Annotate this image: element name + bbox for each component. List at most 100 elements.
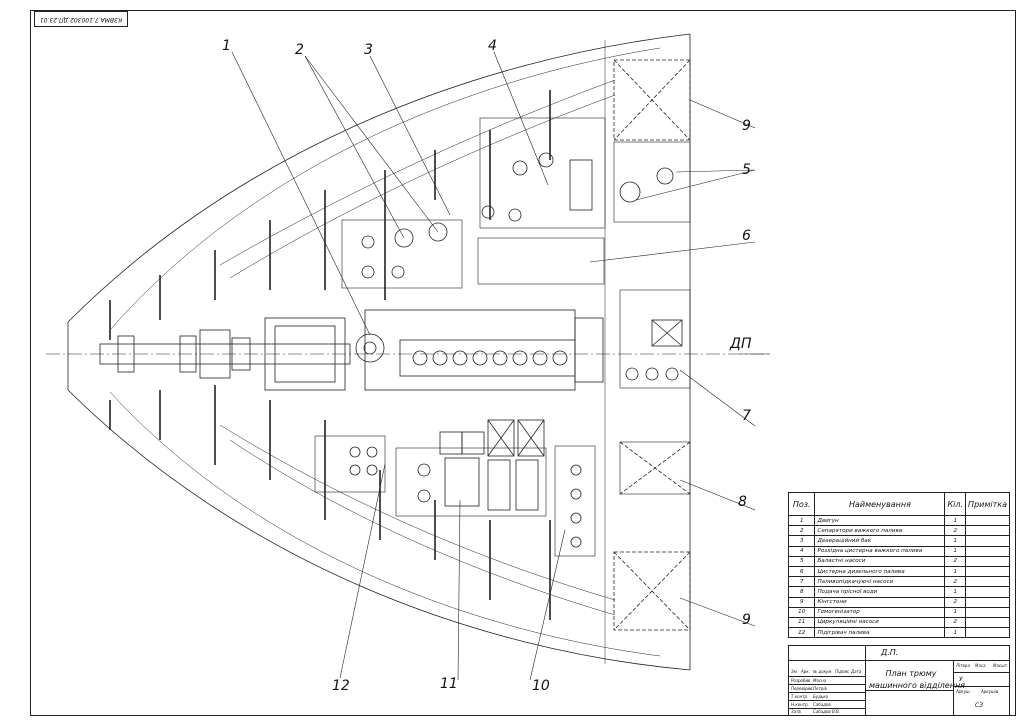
person-role-5: Затв. bbox=[791, 709, 802, 714]
engine-cylinder bbox=[452, 350, 468, 366]
title-line-2: машинного відділення bbox=[869, 681, 965, 690]
spec-cell-name: Кінгстони bbox=[814, 596, 946, 608]
reduction-gear bbox=[264, 317, 346, 391]
kingston-bottom bbox=[613, 551, 691, 631]
person-name-2: Петрів bbox=[813, 686, 827, 691]
header-qty: Кіл. bbox=[944, 492, 967, 516]
homogenizer bbox=[554, 445, 596, 557]
col-mass: Маса bbox=[975, 663, 986, 668]
spec-cell-pos: 4 bbox=[787, 545, 816, 557]
engine-cylinder bbox=[552, 350, 568, 366]
spec-cell-name: Розхідна цистерна важкого палива bbox=[814, 545, 946, 557]
spec-cell-qty: 2 bbox=[944, 576, 967, 588]
hull-inner-line-lower bbox=[109, 391, 661, 657]
main-engine bbox=[355, 309, 604, 391]
spec-cell-name: Циркуляційні насоси bbox=[814, 616, 946, 629]
spec-cell-pos: 5 bbox=[787, 555, 816, 567]
spec-cell-qty: 1 bbox=[944, 545, 967, 557]
spec-cell-note bbox=[965, 596, 1010, 608]
spec-cell-qty: 2 bbox=[944, 525, 967, 537]
spec-cell-note bbox=[965, 525, 1010, 537]
leader-label-10: 10 bbox=[532, 678, 550, 694]
spec-cell-note bbox=[965, 627, 1010, 639]
spec-cell-name: Деаераційний бак bbox=[814, 535, 946, 547]
spec-cell-qty: 1 bbox=[944, 514, 967, 527]
header-name: Найменування bbox=[814, 492, 946, 516]
organization: СЗ bbox=[975, 702, 984, 709]
spec-cell-qty: 2 bbox=[944, 616, 967, 629]
spec-cell-qty: 1 bbox=[944, 565, 967, 578]
spec-cell-pos: 9 bbox=[787, 596, 816, 608]
role-col-5: Дата bbox=[851, 669, 862, 674]
diesel-tank bbox=[477, 237, 605, 285]
person-role-1: Розробив bbox=[791, 678, 811, 683]
service-tank bbox=[479, 117, 606, 229]
leader-label-8: 8 bbox=[738, 494, 747, 510]
drawing-frame bbox=[30, 10, 1016, 716]
spec-cell-note bbox=[965, 565, 1010, 578]
role-col-1: Зм. bbox=[791, 669, 798, 674]
hull-outline bbox=[67, 33, 691, 671]
leader-label-11: 11 bbox=[440, 676, 458, 692]
sheets-label: Аркушів bbox=[981, 689, 999, 694]
spec-cell-note bbox=[965, 616, 1010, 629]
spec-cell-pos: 11 bbox=[787, 616, 816, 629]
spec-cell-note bbox=[965, 535, 1010, 547]
spec-cell-note bbox=[965, 606, 1010, 618]
leader-label-9-bottom: 9 bbox=[742, 612, 751, 628]
leader-label-6: 6 bbox=[742, 228, 751, 244]
spec-cell-pos: 6 bbox=[787, 565, 816, 578]
spec-cell-qty: 1 bbox=[944, 606, 967, 618]
person-role-3: Т.контр. bbox=[791, 694, 809, 699]
kingston-top bbox=[613, 59, 691, 141]
leader-label-3: 3 bbox=[364, 42, 373, 58]
spec-cell-qty: 1 bbox=[944, 627, 967, 639]
leader-label-2: 2 bbox=[295, 42, 304, 58]
title-block-code: Д.П. bbox=[881, 648, 899, 657]
spec-cell-name: Підігрівач палива bbox=[814, 627, 946, 639]
pumps-room bbox=[395, 447, 547, 517]
spec-cell-note bbox=[965, 576, 1010, 588]
spec-cell-note bbox=[965, 545, 1010, 557]
spec-cell-name: Двигун bbox=[814, 514, 946, 527]
spec-cell-note bbox=[965, 586, 1010, 598]
leader-lines bbox=[231, 51, 770, 681]
separator-room bbox=[341, 219, 463, 289]
sheet-label: Аркуш bbox=[956, 689, 970, 694]
ballast-pumps bbox=[613, 141, 691, 223]
col-scale: Масшт. bbox=[993, 663, 1009, 668]
spec-cell-pos: 3 bbox=[787, 535, 816, 547]
role-col-4: Підпис bbox=[835, 669, 850, 674]
person-name-1: Мосна bbox=[813, 678, 827, 683]
spec-cell-name: Баластні насоси bbox=[814, 555, 946, 567]
leader-label-1: 1 bbox=[222, 38, 231, 54]
leader-label-5: 5 bbox=[742, 162, 751, 178]
person-role-4: Н.контр. bbox=[791, 702, 809, 707]
spec-cell-name: Паливопідкачуючі насоси bbox=[814, 576, 946, 588]
stage-value: У bbox=[959, 676, 963, 683]
centerline-label: ДП bbox=[729, 336, 752, 352]
role-col-3: № докум. bbox=[813, 669, 833, 674]
role-col-2: Арк. bbox=[801, 669, 810, 674]
engine-cylinder bbox=[412, 350, 428, 366]
spec-cell-qty: 2 bbox=[944, 596, 967, 608]
engine-cylinder bbox=[532, 350, 548, 366]
shaft bbox=[99, 343, 351, 365]
spec-cell-note bbox=[965, 555, 1010, 567]
hull-inner-line bbox=[109, 47, 661, 331]
header-note: Примітка bbox=[965, 492, 1010, 516]
spec-cell-qty: 1 bbox=[944, 535, 967, 547]
